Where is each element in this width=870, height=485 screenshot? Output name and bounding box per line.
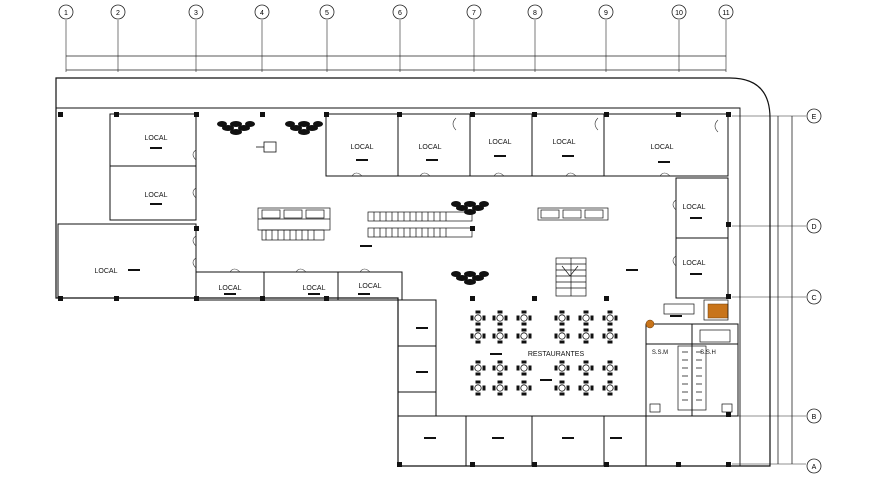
column-marker-2: 2	[110, 4, 126, 20]
room-label-restaurant: RESTAURANTES	[528, 351, 585, 358]
svg-text:5: 5	[325, 10, 329, 17]
dining-table-icon	[516, 360, 532, 376]
svg-text:E: E	[812, 114, 817, 121]
room-label-local: LOCAL	[303, 285, 326, 292]
dining-table-icon	[492, 328, 508, 344]
dining-table-icon	[470, 360, 486, 376]
room-label-local: LOCAL	[419, 144, 442, 151]
column-marker-11: 11	[718, 4, 734, 20]
door-swings	[192, 117, 719, 273]
dining-table-icon	[470, 328, 486, 344]
dining-table-icon	[602, 380, 618, 396]
restroom-accent-icon	[645, 303, 729, 329]
room-label-restroom-women: S.S.H	[700, 350, 716, 356]
dining-table-icon	[578, 328, 594, 344]
room-label-local: LOCAL	[651, 144, 674, 151]
svg-text:9: 9	[604, 10, 608, 17]
column-marker-7: 7	[466, 4, 482, 20]
stairwell	[555, 257, 587, 297]
dining-table-icon	[492, 310, 508, 326]
dining-table-icon	[578, 360, 594, 376]
dining-table-icon	[492, 360, 508, 376]
svg-text:C: C	[811, 295, 816, 302]
right-axis	[732, 115, 806, 465]
room-label-local: LOCAL	[359, 283, 382, 290]
escalator-right	[537, 207, 609, 221]
restroom-lockers	[663, 299, 729, 321]
room-labels: LOCAL LOCAL LOCAL LOCAL LOCAL LOCAL LOCA…	[95, 135, 716, 358]
dining-table-icon	[470, 310, 486, 326]
column-marker-10: 10	[671, 4, 687, 20]
structural-columns	[58, 112, 731, 467]
room-label-local: LOCAL	[683, 260, 706, 267]
planter-icon-4	[451, 271, 489, 285]
room-label-local: LOCAL	[553, 139, 576, 146]
column-marker-5: 5	[319, 4, 335, 20]
svg-text:B: B	[812, 414, 817, 421]
room-label-local: LOCAL	[219, 285, 242, 292]
dining-table-icon	[470, 380, 486, 396]
dining-table-icon	[492, 380, 508, 396]
column-marker-4: 4	[254, 4, 270, 20]
column-marker-3: 3	[188, 4, 204, 20]
dining-table-icon	[554, 328, 570, 344]
escalator-left	[257, 207, 331, 241]
arcade-inner-line	[56, 107, 741, 466]
planter-icon-2	[285, 121, 323, 135]
svg-text:10: 10	[675, 10, 683, 17]
dining-table-icon	[554, 380, 570, 396]
column-marker-9: 9	[598, 4, 614, 20]
svg-text:3: 3	[194, 10, 198, 17]
room-label-local: LOCAL	[145, 135, 168, 142]
svg-text:2: 2	[116, 10, 120, 17]
row-marker-e: E	[806, 108, 822, 124]
dining-table-icon	[516, 310, 532, 326]
room-label-local: LOCAL	[489, 139, 512, 146]
room-tag-bars	[128, 147, 702, 439]
row-marker-c: C	[806, 289, 822, 305]
svg-text:7: 7	[472, 10, 476, 17]
svg-text:1: 1	[64, 10, 68, 17]
column-marker-8: 8	[527, 4, 543, 20]
dining-table-icon	[578, 380, 594, 396]
dining-table-icon	[554, 360, 570, 376]
svg-text:8: 8	[533, 10, 537, 17]
room-label-restroom-men: S.S.M	[652, 350, 668, 356]
room-label-local: LOCAL	[95, 268, 118, 275]
dining-table-icon	[554, 310, 570, 326]
room-label-local: LOCAL	[683, 204, 706, 211]
column-marker-6: 6	[392, 4, 408, 20]
room-label-local: LOCAL	[351, 144, 374, 151]
row-marker-d: D	[806, 218, 822, 234]
dining-table-icon	[602, 310, 618, 326]
svg-text:6: 6	[398, 10, 402, 17]
planter-icon-1	[217, 121, 255, 135]
planter-icon-3	[451, 201, 489, 215]
column-marker-1: 1	[58, 4, 74, 20]
escalator-center	[367, 211, 473, 238]
room-label-local: LOCAL	[145, 192, 168, 199]
restroom-fixtures	[649, 329, 733, 413]
row-marker-b: B	[806, 408, 822, 424]
dining-table-icon	[578, 310, 594, 326]
row-marker-a: A	[806, 458, 822, 474]
dining-table-icon	[602, 360, 618, 376]
dining-table-icon	[516, 380, 532, 396]
dining-table-icon	[516, 328, 532, 344]
svg-text:D: D	[811, 224, 816, 231]
svg-text:A: A	[812, 464, 817, 471]
svg-text:4: 4	[260, 10, 264, 17]
top-axis	[65, 20, 727, 72]
building-outline	[55, 77, 771, 467]
kiosk	[256, 141, 277, 153]
dining-table-icon	[602, 328, 618, 344]
svg-text:11: 11	[722, 10, 729, 17]
dining-tables	[470, 310, 618, 396]
